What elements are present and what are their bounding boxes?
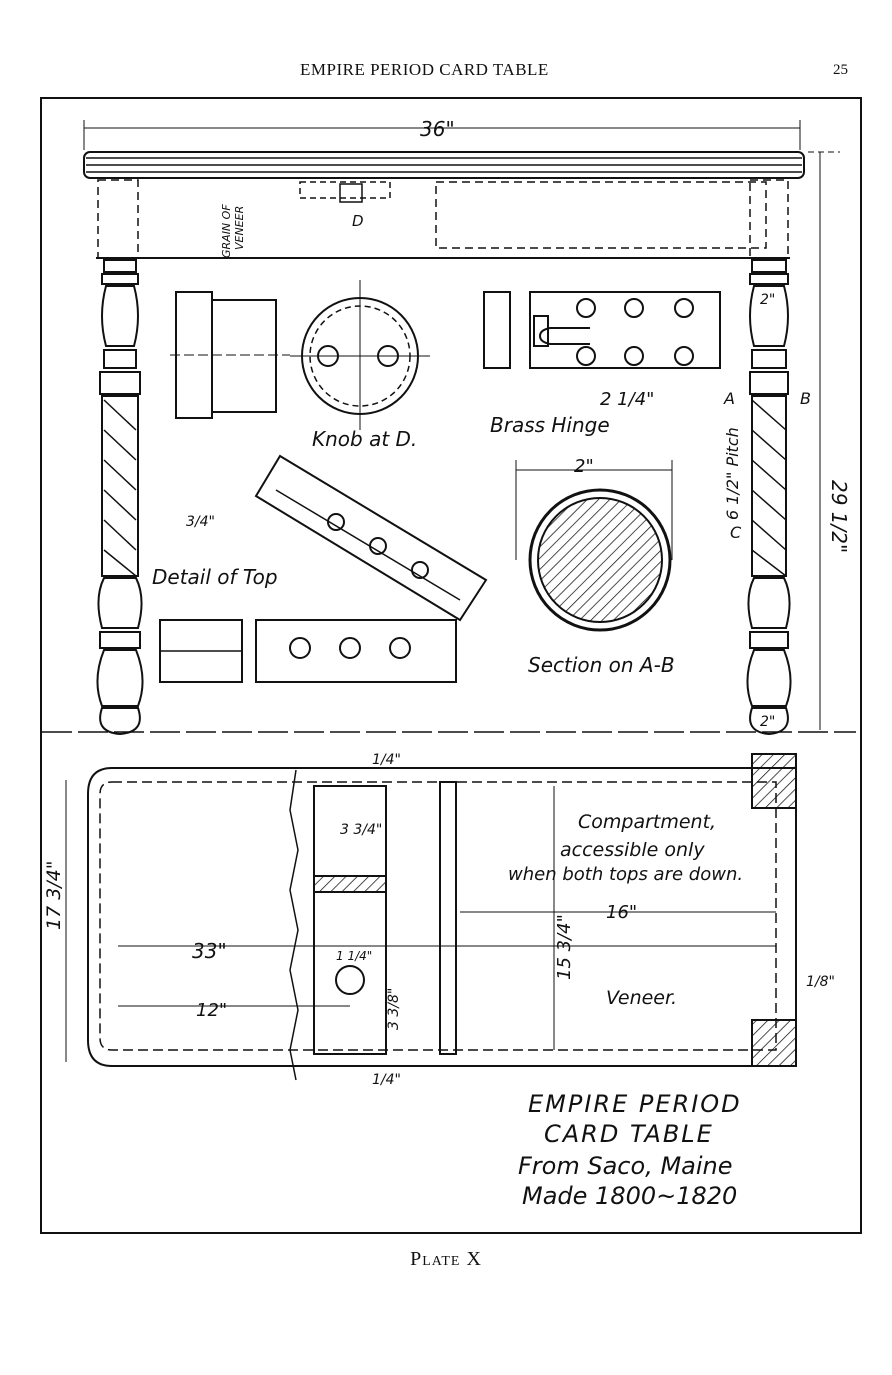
dim-29-label: 29 1/2": [827, 480, 851, 553]
brass-hinge-caption: Brass Hinge: [490, 413, 610, 437]
plate-frame: [40, 97, 862, 1234]
compartment-line-3: when both tops are down.: [508, 864, 743, 885]
dim-2-leg: 2": [760, 292, 775, 308]
point-b: B: [800, 389, 811, 408]
page-number: 25: [833, 62, 848, 78]
title-line-2: CARD TABLE: [544, 1120, 714, 1148]
dim-15: 15 3/4": [554, 914, 575, 980]
detail-top-caption: Detail of Top: [152, 565, 278, 589]
dim-2-foot: 2": [760, 714, 775, 730]
d-label: D: [352, 212, 364, 230]
dim-17: 17 3/4": [43, 860, 65, 930]
compartment-line-2: accessible only: [560, 839, 705, 861]
dimension-29: [808, 151, 840, 730]
veneer-label: Veneer.: [606, 987, 677, 1009]
page-header: EMPIRE PERIOD CARD TABLE 25: [0, 60, 892, 84]
running-title: EMPIRE PERIOD CARD TABLE: [300, 60, 549, 79]
right-leg: [746, 179, 792, 736]
section-caption: Section on A-B: [528, 653, 675, 677]
veneer-vertical-label: VENEER: [233, 206, 246, 250]
grain-label: GRAIN OF: [220, 204, 233, 258]
dim-hole: 1 1/4": [336, 949, 372, 963]
section-a-b: [515, 460, 673, 632]
dim-2-section: 2": [574, 456, 594, 477]
title-line-4: Made 1800~1820: [522, 1182, 737, 1210]
left-leg: [96, 179, 144, 736]
dim-quarter-top: 1/4": [372, 752, 401, 768]
table-top-edge: [83, 151, 805, 179]
dim-36-label: 36": [420, 117, 455, 141]
dim-2-quarter: 2 1/4": [600, 389, 654, 410]
point-a: A: [723, 389, 735, 408]
dim-eighth: 1/8": [806, 974, 835, 990]
knob-caption: Knob at D.: [312, 427, 417, 451]
dim-33: 33": [192, 939, 227, 963]
pitch-label: 6 1/2" Pitch: [723, 427, 742, 520]
dimension-36: [83, 120, 801, 150]
dim-12: 12": [196, 1000, 227, 1021]
detail-of-top: [159, 454, 488, 683]
title-line-1: EMPIRE PERIOD: [528, 1090, 742, 1118]
dim-3q-leg: 3/4": [186, 514, 215, 530]
dim-3-3e: 3 3/8": [386, 988, 402, 1030]
apron: [96, 181, 790, 259]
dim-3-3q: 3 3/4": [340, 822, 382, 838]
plate-caption: Plate X: [410, 1248, 482, 1270]
brass-hinge-drawing: [483, 291, 721, 369]
title-line-3: From Saco, Maine: [518, 1152, 733, 1180]
dim-16: 16": [606, 902, 637, 923]
plan-view: [65, 753, 797, 1081]
point-c: C: [730, 523, 742, 542]
compartment-line-1: Compartment,: [578, 811, 716, 833]
dim-quarter-bottom: 1/4": [372, 1072, 401, 1088]
knob-drawing: [170, 280, 430, 430]
